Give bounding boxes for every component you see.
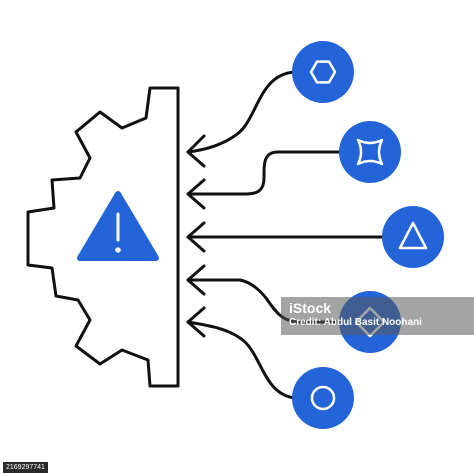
arrowhead-5 <box>186 306 206 338</box>
connector-circle <box>186 320 297 400</box>
watermark-banner: iStock Credit: Abdul Basit Noohani <box>281 297 474 335</box>
node-triangle <box>382 206 444 268</box>
stock-image-id: 2169297741 <box>3 462 48 473</box>
arrowhead-3 <box>186 221 206 253</box>
hexagon-icon <box>309 60 337 84</box>
connector-hexagon <box>186 70 297 154</box>
node-star <box>339 121 401 183</box>
arrowhead-4 <box>186 264 206 296</box>
half-gear-outline <box>26 86 180 388</box>
node-circle <box>292 367 354 429</box>
circle-icon <box>310 385 336 411</box>
node-hexagon <box>292 41 354 103</box>
warning-triangle-icon <box>77 191 159 261</box>
connector-star <box>186 150 342 196</box>
watermark-brand: iStock <box>289 300 332 316</box>
arrowhead-2 <box>186 178 206 210</box>
triangle-icon <box>398 221 428 250</box>
four-point-star-icon <box>356 138 384 166</box>
watermark-credit: Credit: Abdul Basit Noohani <box>289 317 422 328</box>
arrowhead-1 <box>186 134 206 168</box>
